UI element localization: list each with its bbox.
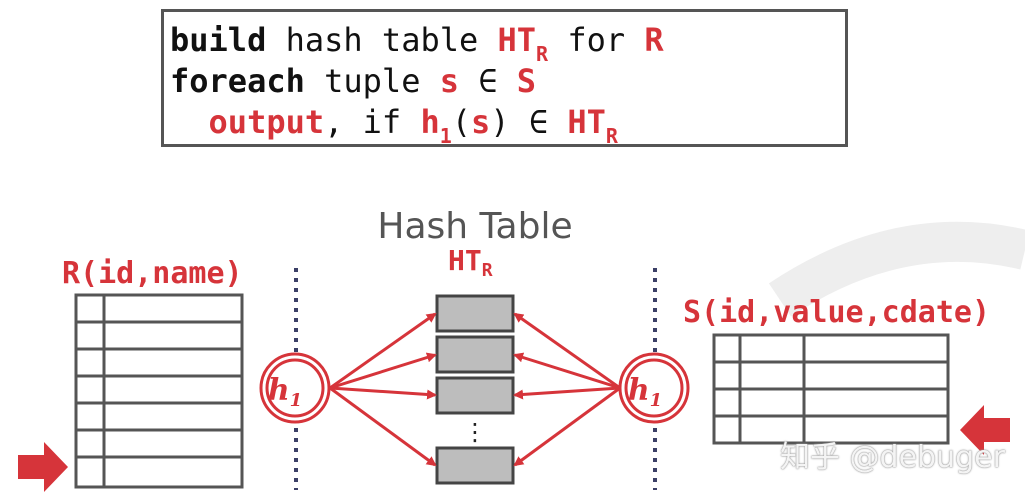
table-s-label: S(id,value,cdate): [683, 295, 990, 330]
code-var-s: s: [439, 62, 459, 100]
code-text: , if: [324, 103, 421, 141]
hash-fn-subscript: 1: [290, 390, 303, 411]
code-subscript: 1: [439, 124, 452, 148]
hash-buckets: [435, 294, 515, 485]
code-hash-fn: h1: [420, 103, 451, 146]
scan-arrow-r-icon: [18, 442, 68, 492]
table-r: [74, 293, 244, 489]
code-text: for: [548, 21, 645, 59]
keyword-foreach: foreach: [170, 62, 305, 100]
code-line-3: output, if h1(s) ∈ HTR: [170, 102, 845, 146]
code-text: hash table: [266, 21, 498, 59]
hash-table-title: Hash Table: [377, 206, 572, 247]
table-s: [712, 333, 950, 445]
code-var-text: h: [420, 103, 440, 141]
code-text: (: [451, 103, 472, 141]
code-text: ) ∈: [490, 103, 568, 141]
code-subscript: R: [605, 124, 618, 148]
ht-label: HTR: [448, 244, 493, 281]
code-text: ∈: [458, 62, 517, 100]
hash-fn-text: h: [628, 373, 650, 408]
code-var-r: R: [644, 21, 664, 59]
bucket-ellipsis: ⋮: [463, 418, 487, 446]
keyword-build: build: [170, 21, 267, 59]
pseudocode-box: build hash table HTR for R foreach tuple…: [161, 9, 848, 147]
code-var-htr: HTR: [567, 103, 618, 146]
scan-arrow-s-icon: [960, 405, 1010, 455]
code-var-text: HT: [567, 103, 606, 141]
svg-text:h1: h1: [628, 373, 662, 411]
table-r-label: R(id,name): [62, 256, 243, 291]
ht-label-text: HT: [448, 244, 482, 277]
right-hash-arrows: [513, 312, 621, 467]
code-subscript: R: [536, 42, 549, 66]
hash-fn-text: h: [268, 373, 290, 408]
watermark: 知乎 @debuger: [780, 440, 1005, 475]
code-var-S: S: [516, 62, 537, 100]
code-text: tuple: [304, 62, 440, 100]
ht-label-subscript: R: [482, 260, 493, 281]
code-var-s: s: [471, 103, 491, 141]
hash-function-right: h1: [618, 352, 690, 424]
code-var-htr: HTR: [497, 21, 549, 64]
hash-function-left: h1: [259, 352, 331, 424]
code-output: output: [208, 103, 325, 141]
left-hash-arrows: [329, 312, 437, 467]
background-decoration: [768, 221, 1025, 317]
code-line-2: foreach tuple s ∈ S: [170, 61, 845, 102]
hash-fn-subscript: 1: [650, 390, 663, 411]
code-var-text: HT: [497, 21, 537, 59]
code-line-1: build hash table HTR for R: [170, 20, 845, 64]
svg-text:h1: h1: [268, 373, 302, 411]
